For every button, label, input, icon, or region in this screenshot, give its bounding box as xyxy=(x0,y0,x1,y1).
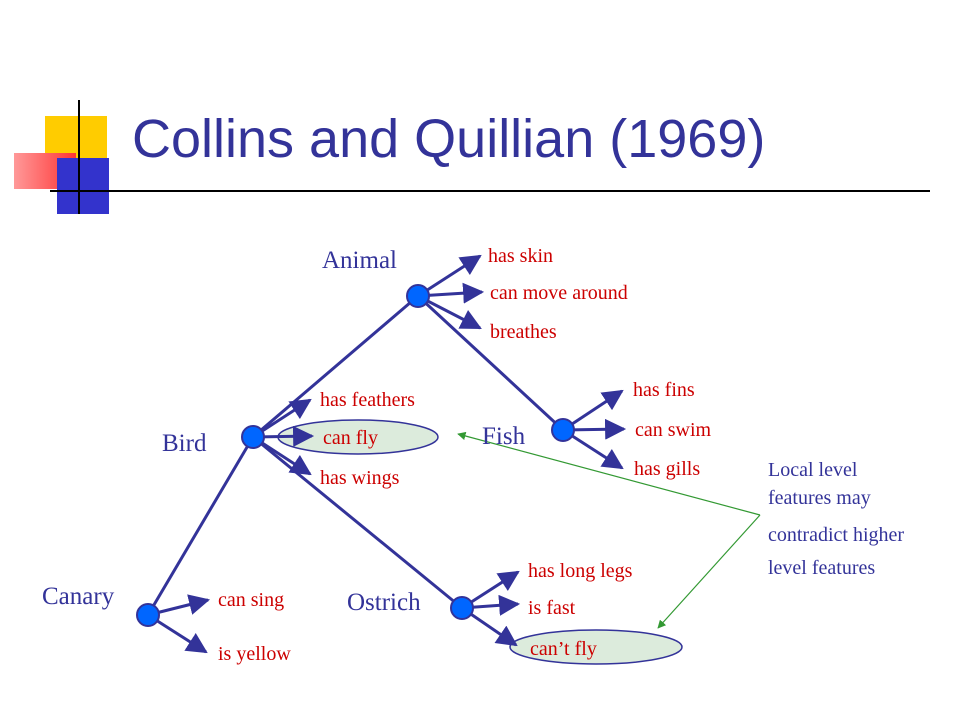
link-bird-ostrich xyxy=(252,435,463,610)
prop-can-sing: can sing xyxy=(218,589,284,611)
label-fish: Fish xyxy=(482,423,526,450)
link-animal-fish xyxy=(416,294,565,432)
prop-has-skin: has skin xyxy=(488,245,553,267)
deco-horizontal-line xyxy=(50,190,930,192)
prop-has-feathers: has feathers xyxy=(320,389,415,411)
prop-has-fins: has fins xyxy=(633,379,695,401)
node-fish xyxy=(551,418,575,442)
prop-has-long-legs: has long legs xyxy=(528,560,633,582)
label-canary: Canary xyxy=(42,583,115,610)
deco-vertical-line xyxy=(78,100,80,214)
prop-can-swim: can swim xyxy=(635,419,712,441)
annotation-line-3: contradict higher xyxy=(768,524,904,546)
annotation-line-1: Local level xyxy=(768,459,858,481)
prop-can-move-around: can move around xyxy=(490,282,628,304)
node-bird xyxy=(241,425,265,449)
annotation-line-4: level features xyxy=(768,557,875,579)
annotation-arrow-cant-fly xyxy=(657,514,761,629)
annotation-arrow-can-fly xyxy=(457,431,761,516)
prop-can-fly: can fly xyxy=(323,427,378,449)
arrow-animal-has-skin xyxy=(417,254,482,298)
highlight-cant-fly xyxy=(509,629,683,665)
node-animal xyxy=(406,284,430,308)
prop-is-yellow: is yellow xyxy=(218,643,291,665)
label-bird: Bird xyxy=(162,430,207,457)
page-title: Collins and Quillian (1969) xyxy=(132,109,766,169)
link-bird-canary xyxy=(146,436,255,616)
node-canary xyxy=(136,603,160,627)
prop-has-wings: has wings xyxy=(320,467,400,489)
prop-has-gills: has gills xyxy=(634,458,700,480)
deco-blue-block xyxy=(57,158,109,214)
label-animal: Animal xyxy=(322,247,397,274)
prop-cant-fly: can’t fly xyxy=(530,638,597,660)
link-animal-bird xyxy=(252,294,419,439)
node-ostrich xyxy=(450,596,474,620)
annotation-line-2: features may xyxy=(768,487,871,509)
prop-breathes: breathes xyxy=(490,321,557,343)
label-ostrich: Ostrich xyxy=(347,589,421,616)
prop-is-fast: is fast xyxy=(528,597,576,619)
